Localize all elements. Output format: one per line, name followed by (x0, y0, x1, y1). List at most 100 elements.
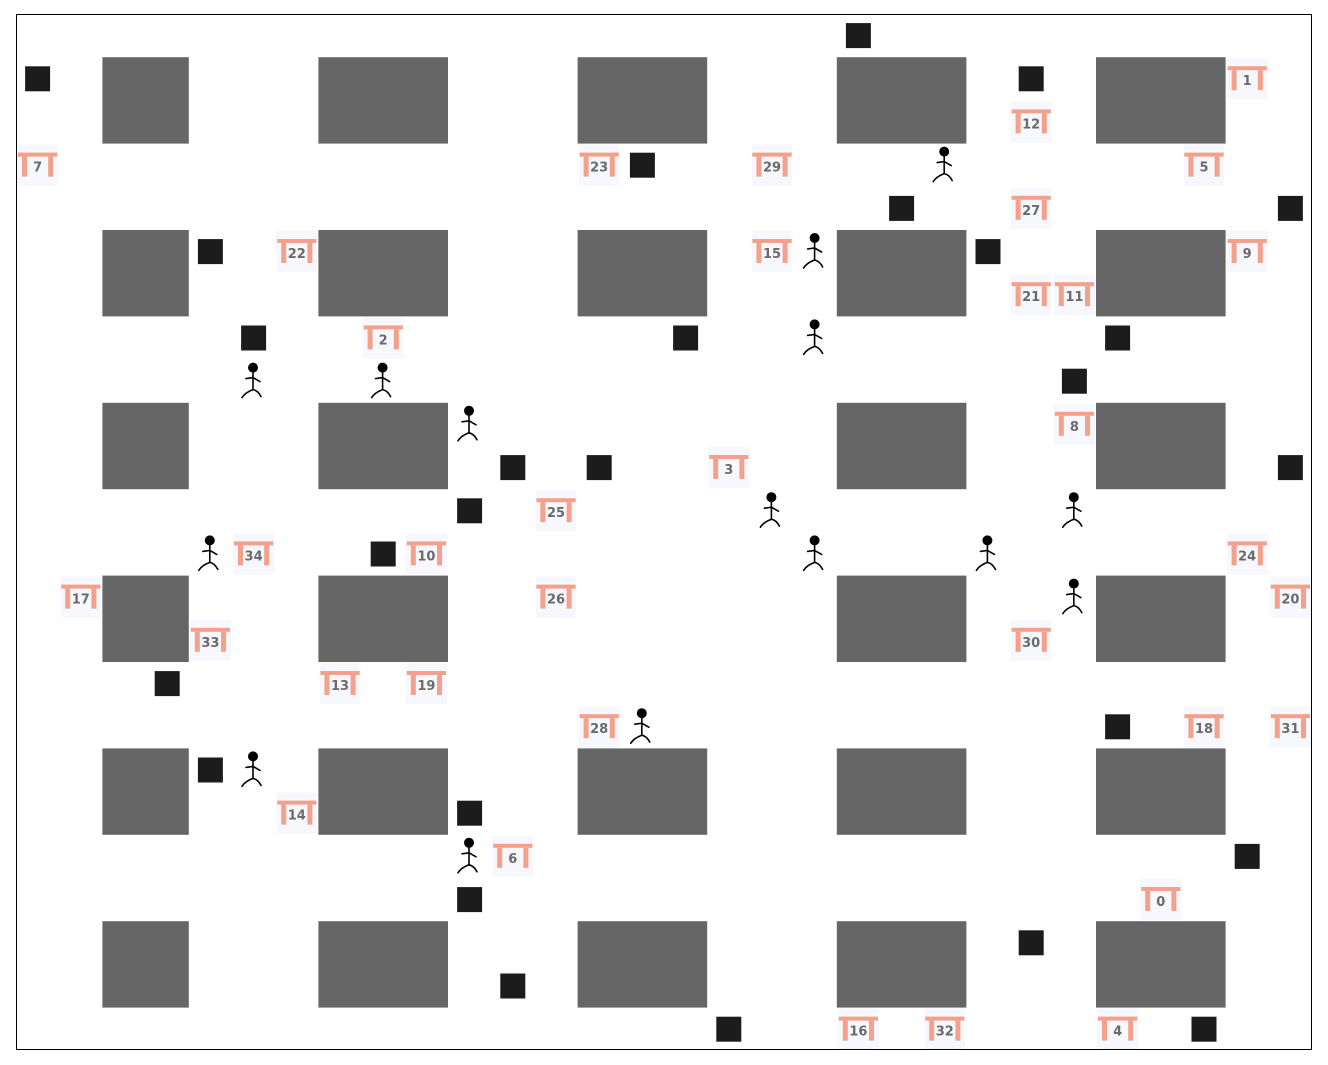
black-square-obstacle-icon (25, 66, 51, 92)
obstacles-layer (25, 23, 1303, 1042)
station-label: 30 (1022, 636, 1040, 651)
station-label: 6 (508, 852, 517, 867)
stick-figure-agent-icon (630, 708, 651, 744)
station-label: 27 (1022, 204, 1040, 219)
shelf-block (577, 921, 708, 1008)
stick-figure-agent-icon (932, 146, 953, 183)
station-13: 13 (319, 663, 361, 705)
black-square-obstacle-icon (1105, 714, 1131, 740)
station-15: 15 (751, 231, 793, 273)
station-gate-icon (752, 239, 792, 263)
station-label: 34 (245, 549, 263, 564)
station-33: 33 (189, 619, 231, 661)
black-square-obstacle-icon (500, 973, 526, 999)
station-gate-icon (61, 584, 101, 609)
shelf-block (102, 921, 189, 1008)
station-12: 12 (1010, 101, 1052, 143)
stick-figure-agent-icon (802, 319, 824, 356)
station-18: 18 (1183, 706, 1225, 748)
black-square-obstacle-icon (845, 23, 871, 49)
station-6: 6 (492, 835, 534, 877)
station-label: 3 (724, 463, 733, 478)
shelf-block (836, 575, 967, 662)
station-label: 29 (763, 161, 781, 176)
station-gate-icon (1270, 584, 1310, 609)
board-frame (16, 14, 1312, 1050)
station-30: 30 (1010, 619, 1052, 661)
stick-figure-agent-icon (1062, 492, 1083, 528)
station-8: 8 (1053, 403, 1095, 445)
station-21: 21 (1010, 274, 1052, 316)
station-gate-icon (190, 627, 230, 652)
shelves-layer (102, 57, 1226, 1008)
station-label: 21 (1022, 290, 1040, 305)
station-gate-icon (406, 671, 446, 695)
shelf-block (102, 748, 189, 835)
station-32: 32 (924, 1008, 966, 1050)
station-24: 24 (1226, 533, 1268, 575)
station-label: 26 (547, 593, 565, 608)
shelf-block (836, 230, 967, 317)
black-square-obstacle-icon (241, 325, 267, 351)
stick-figure-agent-icon (802, 535, 824, 572)
station-1: 1 (1226, 58, 1268, 100)
station-label: 15 (763, 247, 781, 262)
stick-figure-agent-icon (802, 233, 824, 269)
shelf-block (577, 230, 708, 317)
station-22: 22 (276, 231, 318, 273)
station-label: 33 (201, 636, 219, 651)
station-17: 17 (60, 576, 102, 618)
station-gate-icon (1227, 541, 1267, 566)
station-label: 20 (1281, 593, 1299, 608)
black-square-obstacle-icon (1234, 843, 1260, 869)
station-gate-icon (1184, 714, 1224, 739)
station-27: 27 (1010, 187, 1052, 229)
station-gate-icon (1227, 239, 1267, 263)
black-square-obstacle-icon (1277, 455, 1303, 481)
black-square-obstacle-icon (716, 1016, 742, 1042)
black-square-obstacle-icon (1191, 1016, 1217, 1042)
shelf-block (318, 57, 448, 144)
station-23: 23 (578, 144, 620, 186)
station-label: 14 (288, 809, 306, 824)
shelf-block (1096, 57, 1226, 144)
station-28: 28 (578, 706, 620, 748)
station-0: 0 (1140, 879, 1182, 921)
black-square-obstacle-icon (457, 800, 483, 826)
station-gate-icon (579, 714, 619, 739)
station-gate-icon (406, 541, 446, 566)
shelf-block (102, 575, 189, 662)
shelf-block (1096, 748, 1226, 835)
shelf-block (318, 402, 448, 490)
stations-layer: 0123456789101112131415161718192021222324… (17, 58, 1311, 1050)
stick-figure-agent-icon (457, 837, 478, 874)
station-5: 5 (1183, 144, 1225, 186)
shelf-block (102, 57, 189, 144)
station-gate-icon (838, 1016, 878, 1041)
station-gate-icon (1227, 66, 1267, 91)
black-square-obstacle-icon (1277, 195, 1303, 221)
station-29: 29 (751, 144, 793, 186)
black-square-obstacle-icon (154, 671, 180, 697)
station-label: 4 (1113, 1025, 1122, 1040)
station-label: 31 (1281, 722, 1299, 737)
station-label: 13 (331, 679, 349, 694)
black-square-obstacle-icon (370, 541, 396, 567)
station-10: 10 (405, 533, 447, 575)
station-label: 25 (547, 506, 565, 521)
station-26: 26 (535, 576, 577, 618)
station-gate-icon (1098, 1016, 1138, 1041)
shelf-block (836, 748, 967, 835)
stick-figure-agent-icon (241, 362, 262, 399)
station-label: 12 (1022, 117, 1040, 132)
shelf-block (836, 402, 967, 490)
station-4: 4 (1097, 1008, 1139, 1050)
station-gate-icon (320, 671, 360, 695)
shelf-block (1096, 230, 1226, 317)
black-square-obstacle-icon (197, 239, 223, 265)
station-gate-icon (1011, 195, 1051, 220)
stick-figure-agent-icon (241, 751, 262, 788)
shelf-block (836, 921, 967, 1008)
station-20: 20 (1269, 576, 1311, 618)
